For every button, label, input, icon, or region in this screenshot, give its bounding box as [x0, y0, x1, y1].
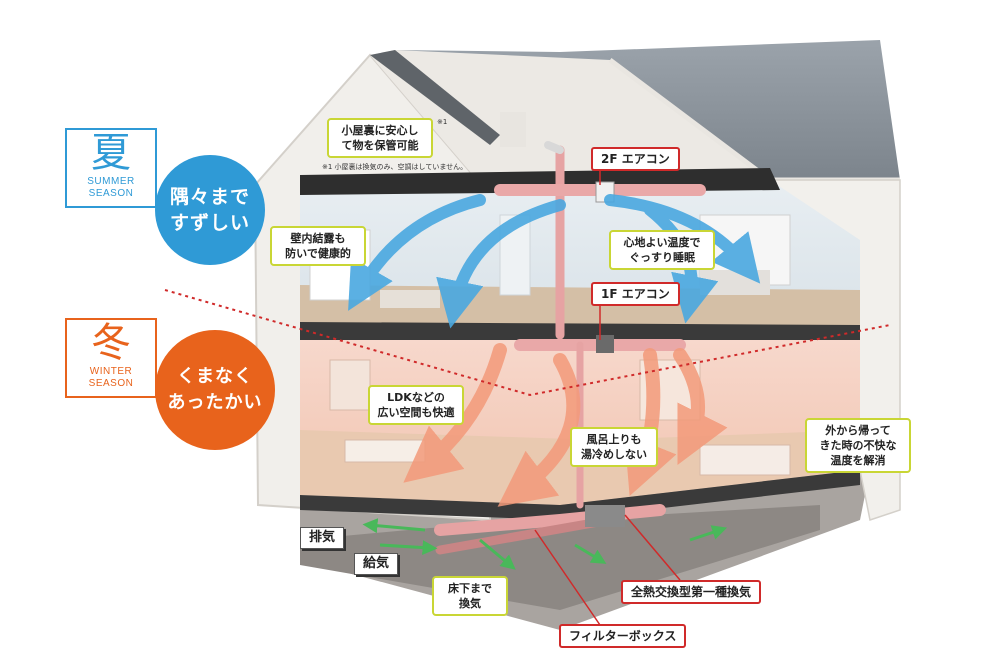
winter-season-box: 冬 WINTER SEASON [65, 318, 157, 398]
label-1f-air-conditioner: 1F エアコン [591, 282, 680, 306]
callout-after-bath: 風呂上りも 湯冷めしない [570, 427, 658, 467]
summer-en-line2: SEASON [88, 188, 134, 199]
winter-circle: くまなく あったかい [155, 330, 275, 450]
attic-footnote: ※1 小屋裏は換気のみ、空調はしていません。 [322, 163, 468, 171]
label-supply-air: 給気 [354, 553, 399, 575]
air-ducts [434, 141, 706, 555]
callout-underfloor-ventilation: 床下まで 換気 [432, 576, 508, 616]
summer-kanji: 夏 [91, 130, 131, 176]
summer-circle: 隅々まで すずしい [155, 155, 265, 265]
summer-en-line1: SUMMER [87, 176, 135, 187]
attic-mark: ※1 [437, 118, 448, 126]
callout-coming-home: 外から帰って きた時の不快な 温度を解消 [805, 418, 911, 473]
label-filter-box: フィルターボックス [559, 624, 687, 648]
label-2f-air-conditioner: 2F エアコン [591, 147, 680, 171]
winter-en-line1: WINTER [89, 366, 133, 377]
label-exhaust: 排気 [300, 527, 345, 549]
label-heat-exchange-ventilation: 全熱交換型第一種換気 [621, 580, 762, 604]
winter-kanji: 冬 [91, 320, 131, 366]
callout-ldk-space: LDKなどの 広い空間も快適 [368, 385, 464, 425]
callout-attic-storage: 小屋裏に安心し て物を保管可能 [327, 118, 433, 158]
season-divider-line [164, 289, 891, 397]
callout-comfortable-sleep: 心地よい温度で ぐっすり睡眠 [609, 230, 715, 270]
callout-wall-condensation: 壁内結露も 防いで健康的 [270, 226, 366, 266]
summer-circle-text: 隅々まで すずしい [169, 186, 250, 234]
fresh-air-arrows [362, 518, 728, 570]
winter-en-line2: SEASON [88, 378, 134, 389]
summer-season-box: 夏 SUMMER SEASON [65, 128, 157, 208]
winter-circle-text: くまなく あったかい [167, 366, 263, 413]
